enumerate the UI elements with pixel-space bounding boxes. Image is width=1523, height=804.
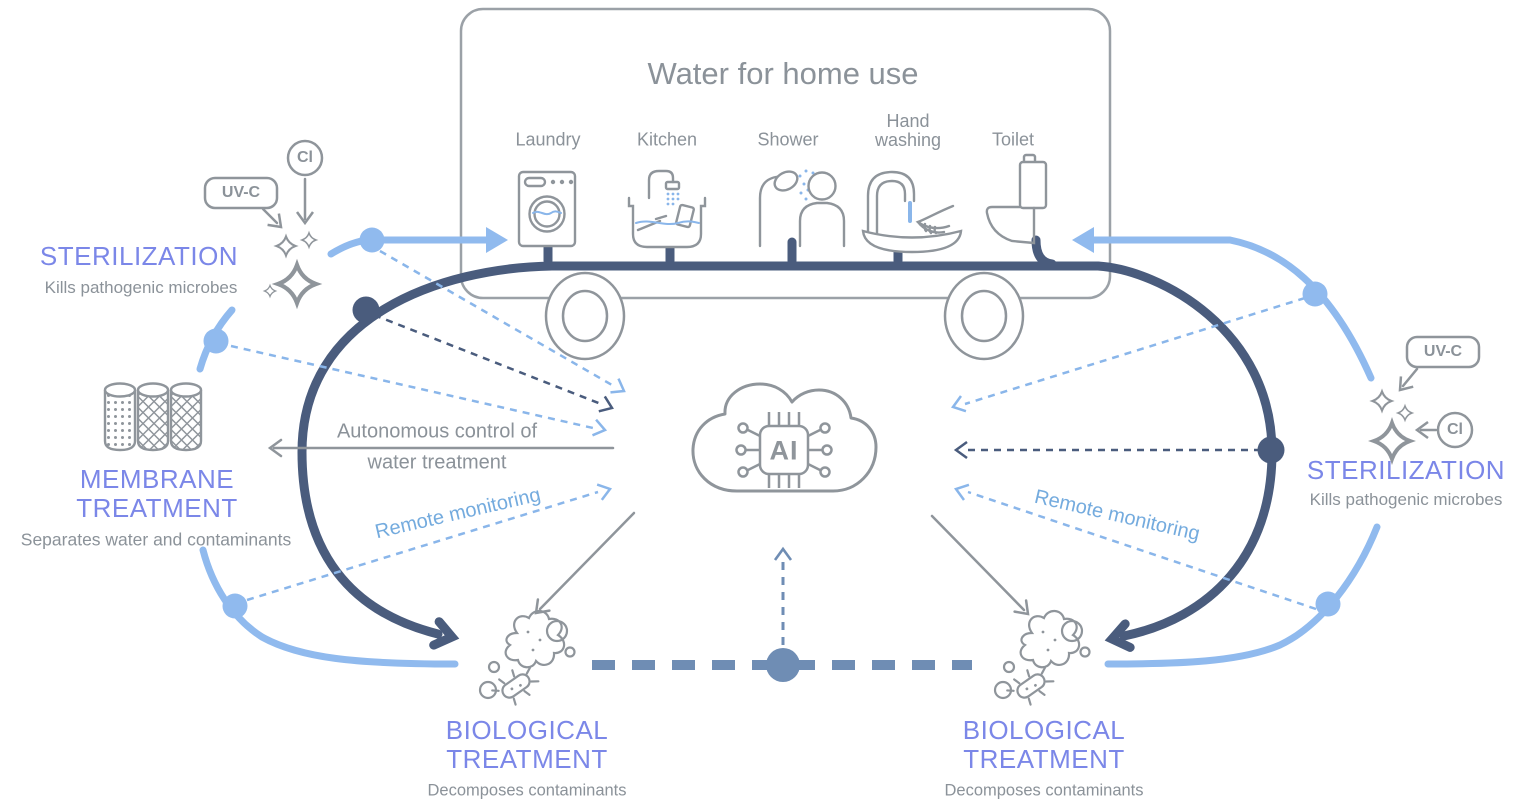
cl-label-right: Cl: [1447, 421, 1463, 438]
biological-right-title-line1: BIOLOGICAL: [962, 715, 1126, 745]
sterilization-right-subtitle: Kills pathogenic microbes: [1309, 490, 1503, 509]
uvc-callout-left: [203, 176, 288, 234]
shower-icon: [758, 169, 846, 248]
membrane-title-line1: MEMBRANE: [79, 464, 235, 494]
uvc-label-right: UV-C: [1423, 343, 1463, 360]
appliance-label-toilet: Toilet: [991, 129, 1035, 150]
appliance-label-hand-washing: Hand washing: [874, 111, 942, 150]
biological-left-subtitle: Decomposes contaminants: [427, 781, 627, 800]
inflow-arrowhead-left: [486, 227, 508, 253]
sterilization-left-subtitle: Kills pathogenic microbes: [44, 278, 238, 297]
cl-label-left: Cl: [297, 149, 313, 166]
ai-cloud-icon: [691, 382, 878, 493]
sensor-dots: [203, 227, 1341, 682]
autonomous-control-label-line1: Autonomous control of: [336, 420, 538, 443]
biological-right-subtitle: Decomposes contaminants: [944, 781, 1144, 800]
pump-wheel-left-icon: [544, 271, 626, 361]
microbes-left-icon: [478, 609, 576, 713]
appliance-label-shower: Shower: [757, 129, 819, 150]
biological-right-title-line2: TREATMENT: [963, 744, 1125, 774]
washing-machine-icon: [517, 170, 577, 248]
sparkles-left-icon: [263, 232, 317, 303]
appliance-label-laundry: Laundry: [515, 129, 581, 150]
cl-callout-left: [286, 139, 324, 225]
pump-wheel-right-icon: [943, 271, 1025, 361]
biological-left-title-line1: BIOLOGICAL: [445, 715, 609, 745]
sterilization-left-title: STERILIZATION: [39, 241, 239, 271]
ai-chip-icon: [735, 412, 833, 488]
membrane-title-line2: TREATMENT: [76, 493, 238, 523]
toilet-icon: [985, 153, 1048, 245]
uvc-label-left: UV-C: [221, 184, 261, 201]
hand-washing-icon: [861, 170, 963, 254]
control-arrows: [268, 438, 1036, 621]
cl-callout-right: [1415, 411, 1474, 449]
dark-arc-left: [297, 261, 557, 639]
membrane-subtitle: Separates water and contaminants: [20, 529, 292, 550]
biological-link-line: [592, 547, 972, 670]
house-box: [459, 7, 1112, 300]
biological-left-title-line2: TREATMENT: [446, 744, 608, 774]
membrane-filters-icon: [103, 382, 203, 452]
uvc-callout-right: [1392, 335, 1481, 397]
sterilization-right-title: STERILIZATION: [1306, 455, 1506, 485]
microbes-right-icon: [993, 609, 1091, 713]
autonomous-control-label-line2: water treatment: [367, 451, 507, 474]
monitoring-dashed-lines: [230, 249, 1317, 611]
ai-chip-label: AI: [769, 435, 799, 466]
kitchen-sink-icon: [627, 169, 707, 249]
appliance-label-kitchen: Kitchen: [636, 129, 698, 150]
sparkles-right-icon: [1371, 390, 1413, 461]
house-title: Water for home use: [647, 56, 919, 91]
inflow-arrowhead-right: [1072, 227, 1094, 253]
